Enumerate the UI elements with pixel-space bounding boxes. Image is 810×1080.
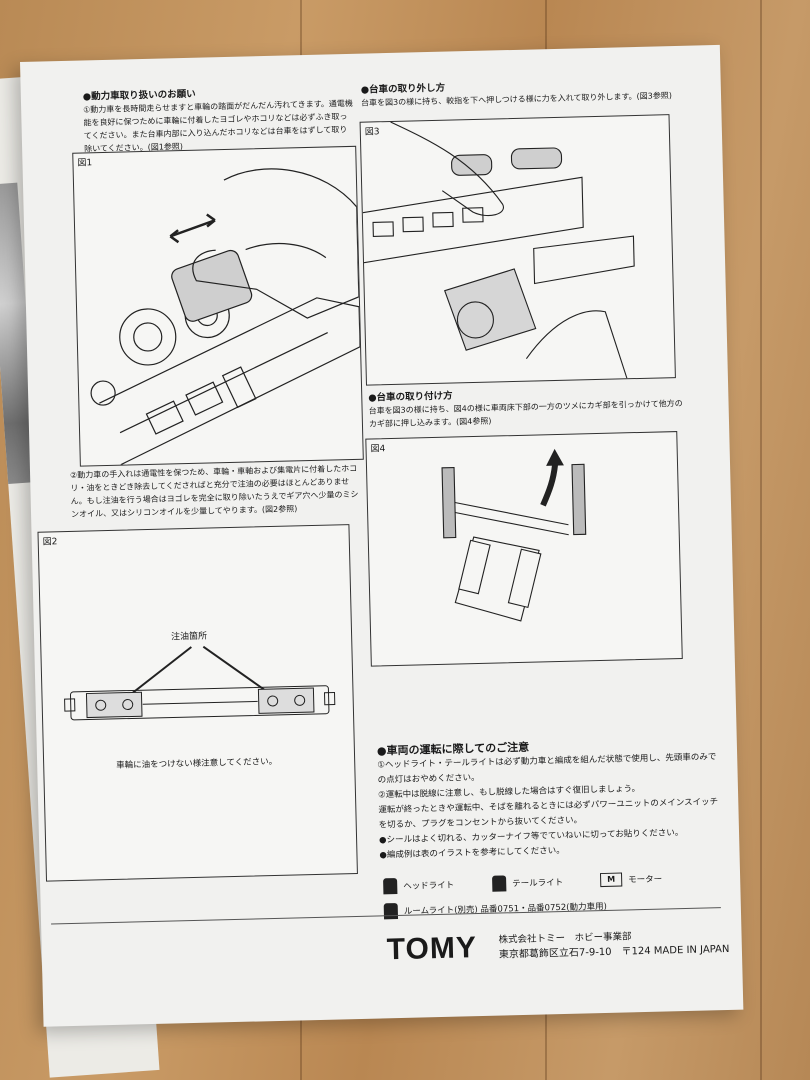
section-power-car-care: ●動力車取り扱いのお願い ①動力車を長時間走らせますと車輪の踏面がだんだん汚れて… xyxy=(83,84,355,156)
figure-label: 図4 xyxy=(370,444,386,455)
paragraph: ②動力車の手入れは通電性を保つため、車輪・車軸および集電片に付着したホコリ・油を… xyxy=(70,463,359,519)
legend-motor: M モーター xyxy=(599,872,663,888)
headlight-icon xyxy=(383,878,398,895)
roomlight-icon xyxy=(383,903,399,920)
bogie-installation-diagram xyxy=(441,448,587,622)
bogie-removal-illustration xyxy=(362,121,635,379)
cleaning-illustration xyxy=(90,168,361,466)
underfloor-diagram xyxy=(64,645,336,721)
figure-label: 図1 xyxy=(77,158,93,169)
legend-label: モーター xyxy=(628,874,663,886)
legend-roomlight: ルームライト(別売) 品番0751・品番0752(動力車用) xyxy=(383,898,607,920)
figure-3: 図3 xyxy=(359,114,676,386)
legend-label: テールライト xyxy=(512,877,564,890)
instruction-sheet: ●動力車取り扱いのお願い ①動力車を長時間走らせますと車輪の踏面がだんだん汚れて… xyxy=(20,44,744,1027)
company-info: 株式会社トミー ホビー事業部 東京都葛飾区立石7-9-10 〒124 MADE … xyxy=(498,927,729,963)
legend-label: ヘッドライト xyxy=(403,880,455,892)
legend-taillight: テールライト xyxy=(492,874,563,892)
oiling-point-callout: 注油箇所 xyxy=(170,631,208,643)
motor-icon: M xyxy=(599,872,623,888)
figure-4: 図4 xyxy=(365,431,683,667)
section-bogie-removal: ●台車の取り外し方 台車を図3の様に持ち、較指を下へ押しつける様に力を入れて取り… xyxy=(361,76,682,110)
figure-2: 図2 注油箇所 車輪に油をつけない様注意してください。 xyxy=(37,524,358,882)
figure-1: 図1 xyxy=(72,145,364,467)
section-bogie-installation: ●台車の取り付け方 台車を図3の様に持ち、図4の様に車両床下部の一方のツメにカギ… xyxy=(368,384,689,431)
operation-notes: ●車両の運転に際してのご注意 ①ヘッドライト・テールライトは必ず動力車と編成を組… xyxy=(377,735,720,863)
figure-label: 図2 xyxy=(42,537,58,548)
tomy-logo: TOMY xyxy=(386,931,478,967)
taillight-icon xyxy=(492,875,507,892)
figure-label: 図3 xyxy=(364,127,380,138)
legend-headlight: ヘッドライト xyxy=(383,877,454,895)
section-oiling: ②動力車の手入れは通電性を保つため、車輪・車軸および集電片に付着したホコリ・油を… xyxy=(70,462,361,521)
